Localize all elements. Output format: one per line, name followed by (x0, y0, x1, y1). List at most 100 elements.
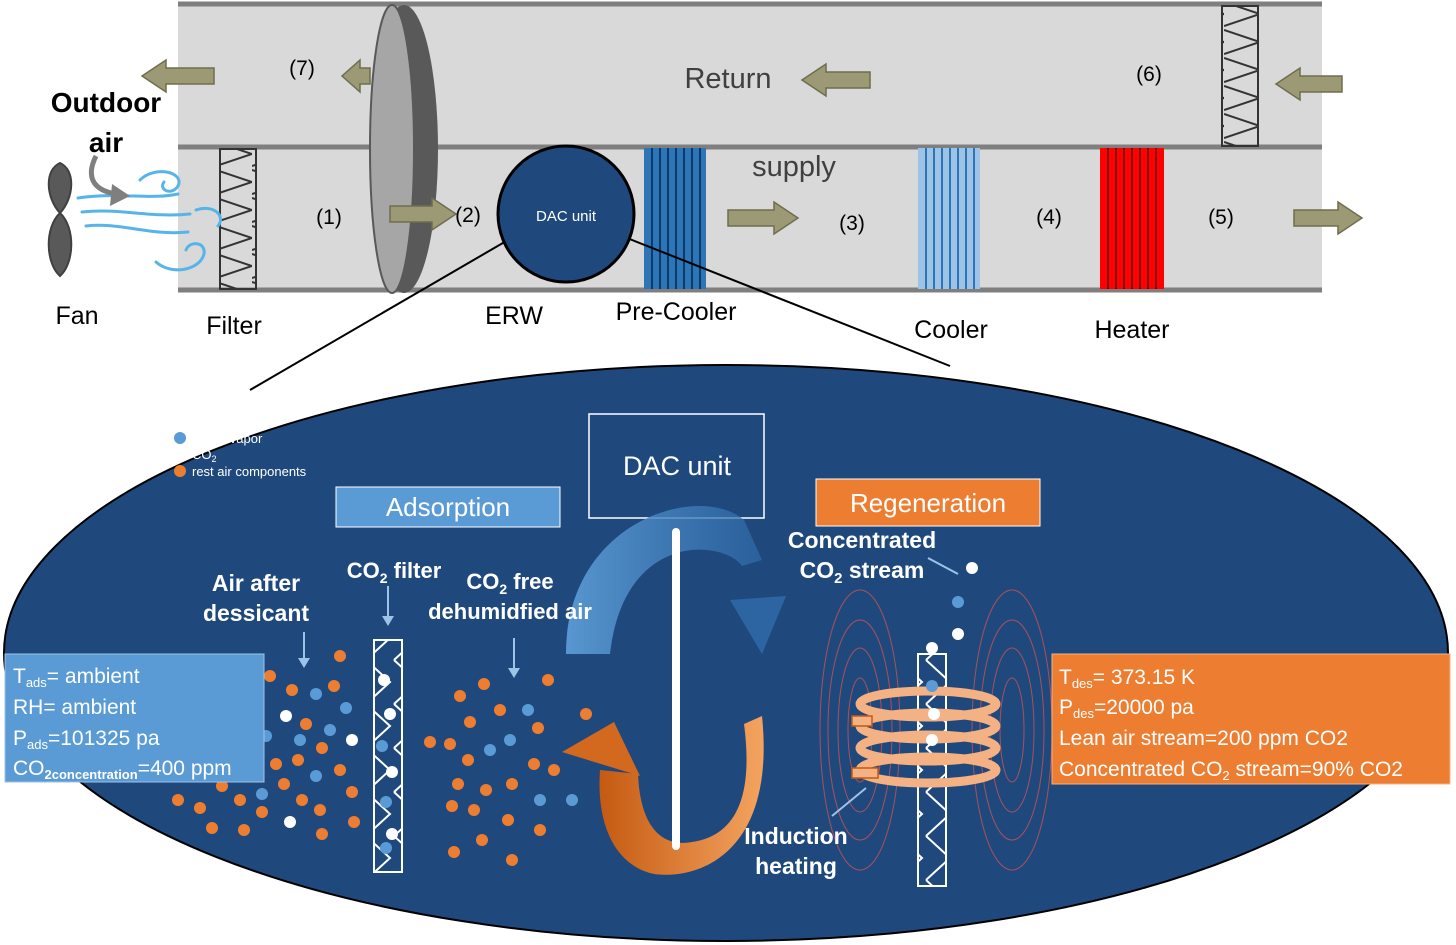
molecule-dot (522, 704, 534, 716)
induction-label-1: Induction (744, 823, 847, 849)
station-2: (2) (455, 204, 481, 227)
legend-co2-marker (174, 448, 186, 460)
molecule-dot (580, 708, 592, 720)
molecule-dot (386, 766, 398, 778)
return-arrow-7 (340, 58, 371, 94)
dac-unit-circle (496, 144, 636, 284)
des-temperature: Tdes= 373.15 K (1059, 666, 1195, 691)
molecule-dot (380, 842, 392, 854)
molecule-dot (316, 828, 328, 840)
erw-label: ERW (485, 302, 543, 330)
concentrated-label-2: CO2 stream (800, 557, 925, 587)
legend-rest-air-label: rest air components (192, 464, 307, 479)
molecule-dot (346, 786, 358, 798)
erw-wheel (369, 4, 438, 294)
des-pressure: Pdes=20000 pa (1059, 696, 1194, 721)
dac-unit-circle-label: DAC unit (536, 208, 597, 225)
dac-unit-title: DAC unit (623, 451, 732, 481)
station-1: (1) (316, 206, 342, 229)
molecule-dot (468, 804, 480, 816)
molecule-dot (234, 794, 246, 806)
molecule-dot (292, 754, 304, 766)
molecule-dot (444, 738, 456, 750)
molecule-dot (424, 736, 436, 748)
molecule-dot (464, 716, 476, 728)
return-filter (1221, 5, 1259, 147)
molecule-dot (532, 722, 544, 734)
adsorption-box (335, 486, 561, 528)
molecule-dot (476, 834, 488, 846)
outdoor-air-label-1: Outdoor (51, 87, 162, 118)
molecule-dot (462, 754, 474, 766)
molecule-dot (566, 794, 578, 806)
molecule-dot (446, 800, 458, 812)
molecule-dot (194, 802, 206, 814)
return-inlet-arrow (1274, 66, 1343, 102)
molecule-dot (504, 734, 516, 746)
molecule-dot (334, 764, 346, 776)
air-after-dessicant-pointer-head-icon (298, 658, 310, 668)
station-4: (4) (1036, 206, 1062, 229)
co2-filter-label: CO2 filter (347, 558, 442, 586)
legend-water-vapor-label: Water vapor (192, 431, 263, 446)
ads-humidity: RH= ambient (13, 696, 136, 719)
molecule-dot (454, 690, 466, 702)
adsorption-flow-arc-icon (566, 506, 762, 654)
supply-arrow-3 (727, 200, 800, 236)
molecule-dot (206, 822, 218, 834)
air-after-dessicant-label-1: Air after (212, 570, 300, 596)
molecule-dot (378, 674, 390, 686)
molecule-dot (334, 650, 346, 662)
cooler-label: Cooler (914, 316, 988, 344)
fan-icon (47, 161, 73, 278)
molecule-dot (284, 816, 296, 828)
molecule-dot (316, 742, 328, 754)
induction-label-2: heating (755, 853, 837, 879)
molecule-dot (348, 816, 360, 828)
station-7: (7) (289, 57, 315, 80)
desorption-conditions-box: Tdes= 373.15 K Pdes=20000 pa Lean air st… (1051, 653, 1451, 785)
molecule-dot (314, 804, 326, 816)
molecule-dot (502, 814, 514, 826)
molecule-dot (952, 628, 964, 640)
molecule-dot (310, 770, 322, 782)
molecule-dot (296, 794, 308, 806)
molecule-dot (286, 684, 298, 696)
flow-arrows (140, 58, 1364, 236)
zoom-line-left (249, 239, 509, 391)
outdoor-air-label-2: air (89, 127, 123, 158)
cooler-coil (918, 148, 980, 289)
molecule-dot (452, 778, 464, 790)
return-label: Return (684, 63, 771, 95)
molecule-dot (548, 764, 560, 776)
station-5: (5) (1208, 206, 1234, 229)
molecule-dot (506, 854, 518, 866)
molecule-dot (324, 724, 336, 736)
molecule-dot (280, 710, 292, 722)
molecule-dot (384, 708, 396, 720)
molecule-dot (346, 734, 358, 746)
regeneration-flow-arrowhead-icon (562, 722, 640, 776)
molecule-dot (270, 758, 282, 770)
molecule-dot (966, 562, 978, 574)
regeneration-flow-arc-icon (599, 716, 764, 875)
co2-free-label-1: CO2 free (466, 569, 553, 597)
molecule-dot (386, 828, 398, 840)
molecule-dot (264, 670, 276, 682)
station-6: (6) (1136, 63, 1162, 86)
molecule-dot (340, 702, 352, 714)
molecule-dot (216, 780, 228, 792)
outdoor-air-stream-icon (76, 170, 222, 272)
supply-outlet-arrow (1293, 200, 1364, 236)
molecule-dot (480, 784, 492, 796)
concentrated-pointer-icon (927, 557, 959, 575)
molecule-dot (534, 794, 546, 806)
molecule-dot (928, 708, 940, 720)
supply-label: supply (752, 151, 836, 183)
molecule-dot (376, 740, 388, 752)
molecule-dot (328, 680, 340, 692)
station-3: (3) (839, 212, 865, 235)
outdoor-air-arrow-icon (89, 154, 117, 197)
